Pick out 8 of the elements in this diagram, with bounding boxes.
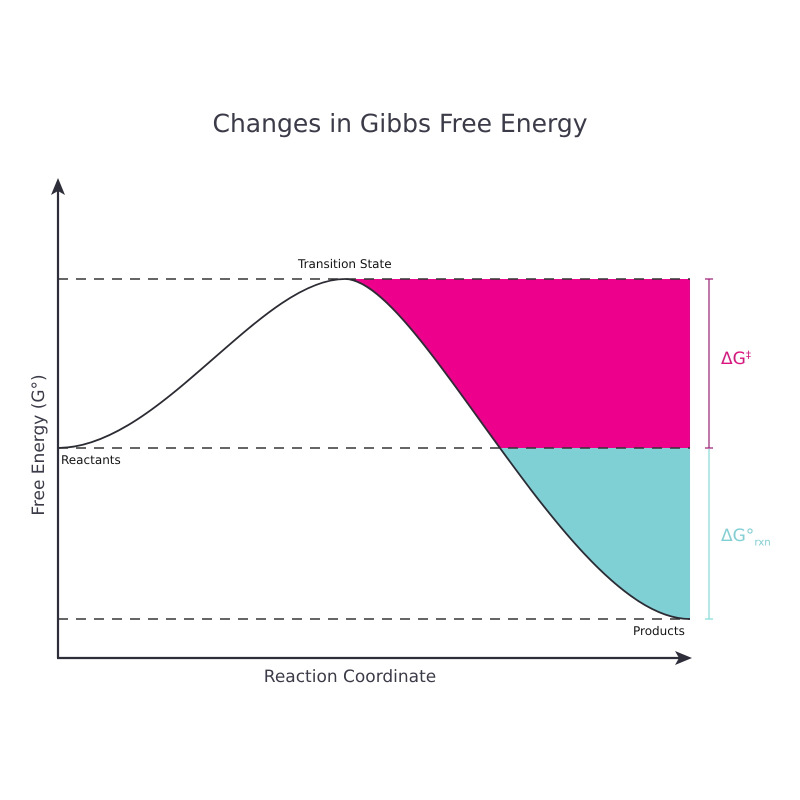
- energy-symbol: ΔG$^{‡}$: [721, 350, 751, 370]
- chart-title: Changes in Gibbs Free Energy: [212, 110, 588, 139]
- peak-label: Transition State: [298, 258, 392, 272]
- energy-symbol: ΔG°$_{rxn}$: [721, 527, 771, 550]
- end-label: Products: [633, 625, 685, 639]
- axis-title: Reaction Coordinate: [264, 668, 436, 688]
- axis-title: Free Energy (G°): [30, 374, 50, 516]
- start-label: Reactants: [61, 454, 121, 468]
